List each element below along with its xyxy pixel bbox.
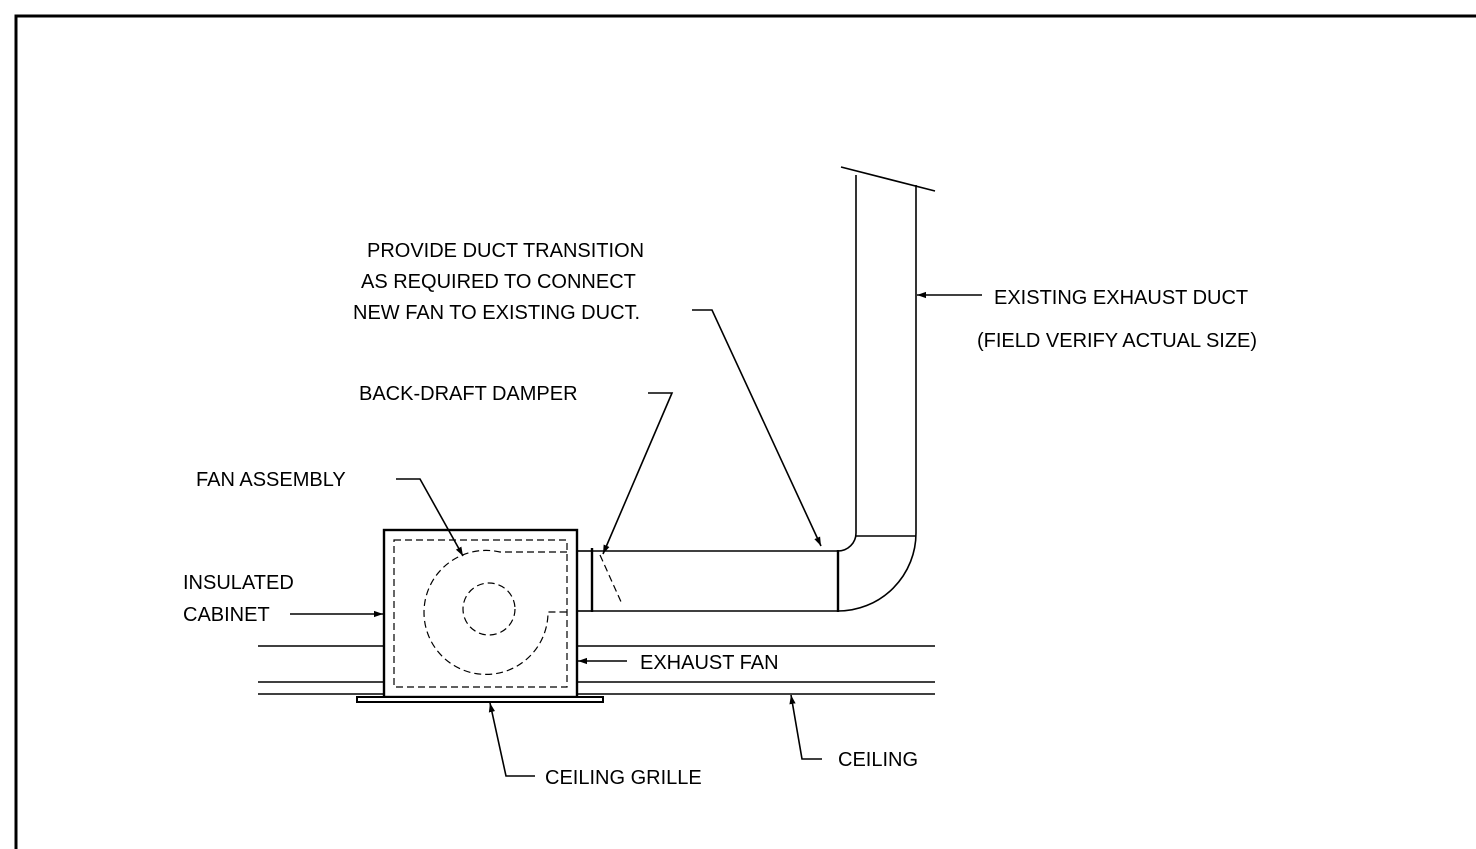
label-insulated-cabinet-line-2: CABINET (183, 604, 270, 626)
label-duct-transition-line-1: PROVIDE DUCT TRANSITION (367, 240, 644, 262)
cabinet-insulation-liner (393, 539, 568, 688)
back-draft-damper (577, 548, 623, 612)
label-fan-assembly: FAN ASSEMBLY (196, 469, 346, 491)
existing-exhaust-duct (840, 166, 936, 533)
label-exhaust-fan: EXHAUST FAN (640, 652, 779, 674)
label-existing-duct-line-2: (FIELD VERIFY ACTUAL SIZE) (977, 330, 1257, 352)
label-back-draft-damper: BACK-DRAFT DAMPER (359, 383, 578, 405)
ceiling-grille (356, 696, 604, 703)
ceiling-lines (258, 645, 935, 695)
label-ceiling: CEILING (838, 749, 918, 771)
label-duct-transition-line-2: AS REQUIRED TO CONNECT (361, 271, 636, 293)
label-ceiling-grille: CEILING GRILLE (545, 767, 702, 789)
duct-run (592, 532, 917, 612)
leader-ceiling-grille (488, 702, 535, 777)
fan-wheel (462, 582, 516, 636)
label-insulated-cabinet-line-1: INSULATED (183, 572, 294, 594)
leader-lines (290, 291, 982, 777)
leader-duct-transition (692, 309, 822, 547)
leader-fan-assembly (396, 478, 464, 557)
insulated-cabinet (382, 528, 579, 699)
label-existing-duct-line-1: EXISTING EXHAUST DUCT (994, 287, 1248, 309)
sheet-border (14, 14, 1476, 849)
fan-scroll (423, 549, 567, 675)
leader-ceiling (789, 694, 822, 760)
leader-back-draft-damper (602, 392, 674, 555)
label-duct-transition-line-3: NEW FAN TO EXISTING DUCT. (353, 302, 640, 324)
